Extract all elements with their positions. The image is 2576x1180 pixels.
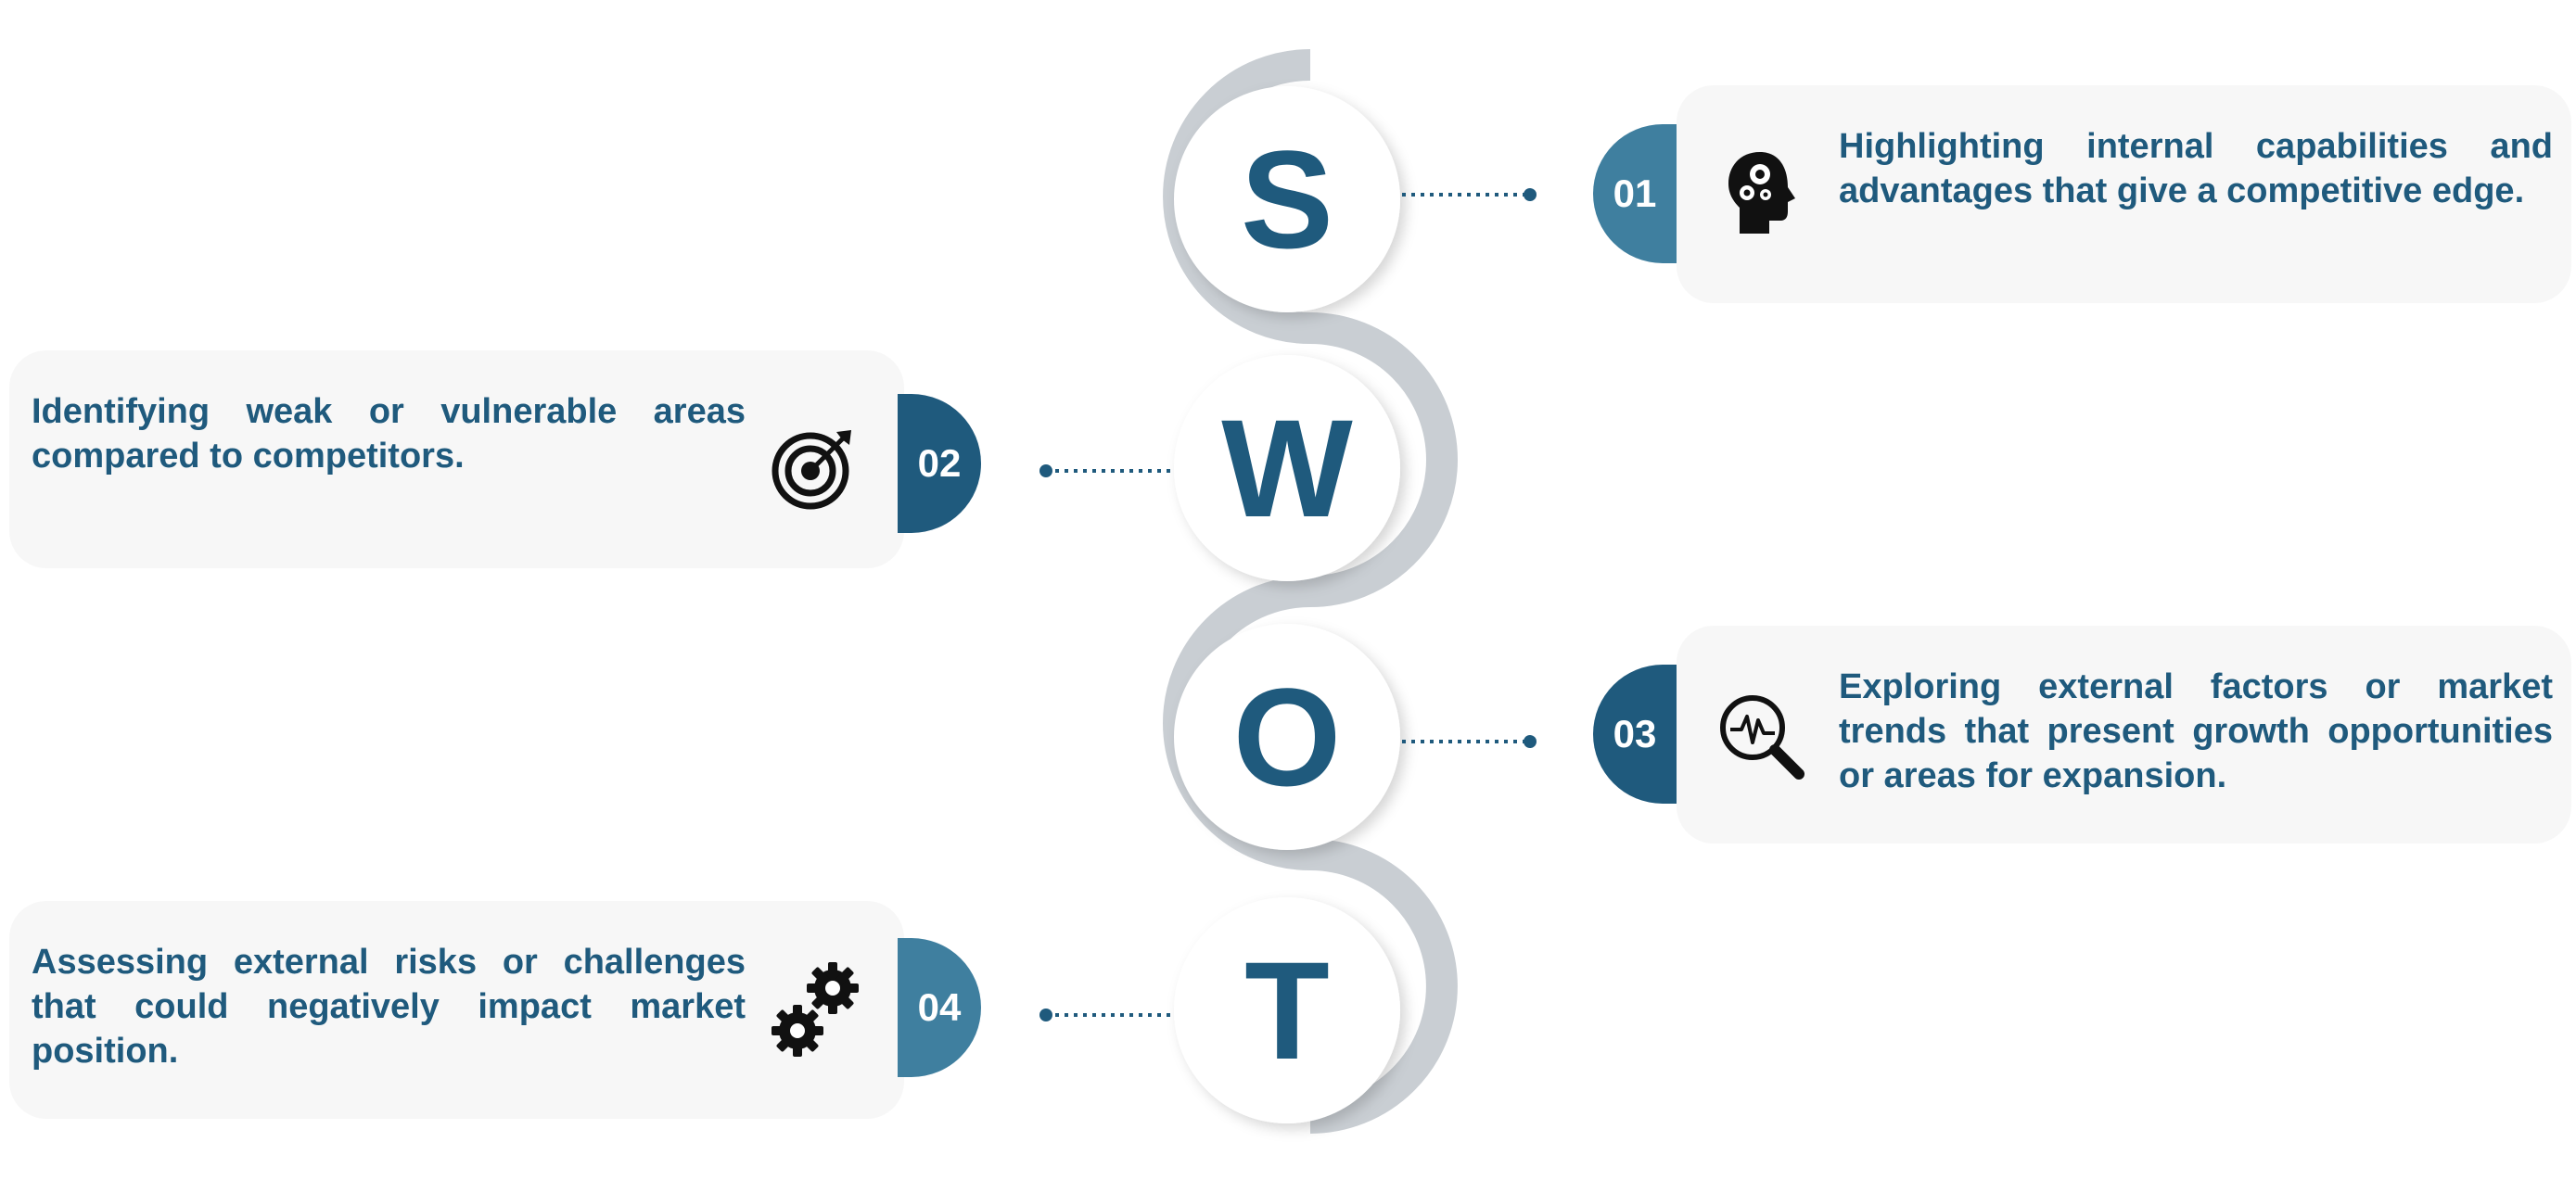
card-weaknesses-text: Identifying weak or vulnerable areas com… xyxy=(32,392,746,476)
letter-o: O xyxy=(1232,659,1342,815)
head-gears-icon xyxy=(1725,148,1799,242)
circle-w xyxy=(1174,355,1400,581)
letter-w: W xyxy=(1221,390,1353,546)
circle-t xyxy=(1174,897,1400,1123)
circle-s xyxy=(1174,86,1400,312)
card-strengths: Highlighting internal capabilities and a… xyxy=(1677,85,2571,303)
connector-02-dot xyxy=(1039,464,1052,477)
card-threats: Assessing external risks or challenges t… xyxy=(9,901,904,1119)
card-threats-text: Assessing external risks or challenges t… xyxy=(32,943,746,1071)
connectors xyxy=(1039,188,1537,1021)
connector-04-dot xyxy=(1039,1009,1052,1021)
card-opportunities-text: Exploring external factors or market tre… xyxy=(1839,667,2553,795)
connector-03-dot xyxy=(1524,735,1537,748)
card-opportunities: Exploring external factors or market tre… xyxy=(1677,626,2571,844)
number-02: 02 xyxy=(917,441,962,485)
connector-01-dot xyxy=(1524,188,1537,201)
letter-circles xyxy=(1174,86,1400,1123)
letter-s: S xyxy=(1240,121,1334,277)
target-icon xyxy=(772,426,855,514)
number-01: 01 xyxy=(1613,171,1657,215)
card-weaknesses: Identifying weak or vulnerable areas com… xyxy=(9,350,904,568)
magnifier-pulse-icon xyxy=(1717,692,1806,786)
gears-icon xyxy=(770,958,862,1065)
number-04: 04 xyxy=(917,985,962,1029)
number-03: 03 xyxy=(1613,712,1657,755)
letter-t: T xyxy=(1244,933,1330,1088)
circle-o xyxy=(1174,624,1400,850)
card-strengths-text: Highlighting internal capabilities and a… xyxy=(1839,127,2553,210)
